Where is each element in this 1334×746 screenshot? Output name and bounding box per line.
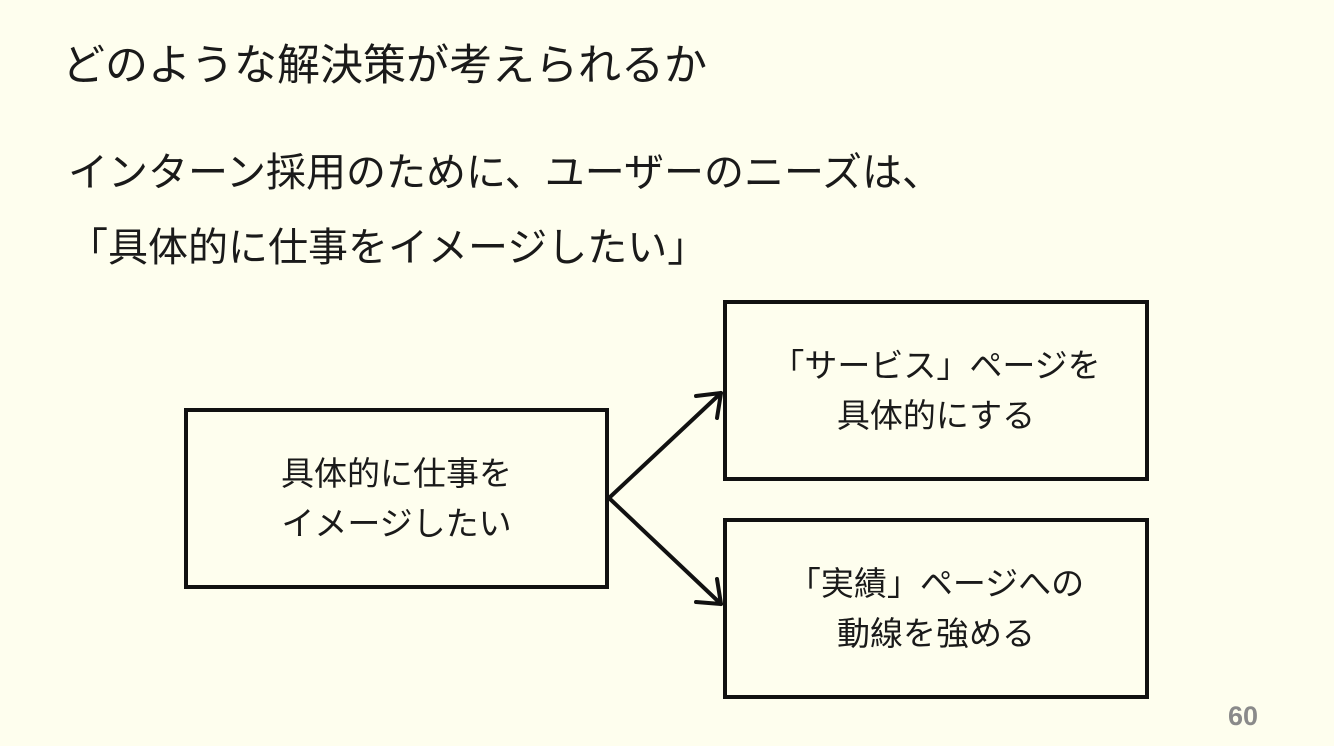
slide-title: どのような解決策が考えられるか: [62, 41, 707, 91]
service-page-box-line-1: 「サービス」ページを: [771, 345, 1101, 385]
body-text-line-1: インターン採用のために、ユーザーのニーズは、: [68, 150, 942, 196]
arrowhead-to-service-box: [694, 391, 723, 420]
source-box-line-1: 具体的に仕事を: [281, 453, 512, 493]
results-page-box-line-2: 動線を強める: [837, 613, 1035, 653]
body-text-line-2: 「具体的に仕事をイメージしたい」: [68, 225, 708, 271]
results-page-box-line-1: 「実績」ページへの: [787, 563, 1085, 603]
results-page-box: 「実績」ページへの 動線を強める: [723, 518, 1149, 699]
page-number: 60: [1227, 701, 1258, 731]
arrow-to-results-box: [607, 496, 723, 606]
service-page-box-line-2: 具体的にする: [836, 395, 1036, 435]
arrow-to-service-box: [607, 391, 723, 500]
arrowhead-to-results-box: [694, 577, 723, 606]
source-box-line-2: イメージしたい: [281, 503, 512, 543]
service-page-box: 「サービス」ページを 具体的にする: [723, 300, 1149, 481]
source-box: 具体的に仕事を イメージしたい: [184, 408, 609, 589]
